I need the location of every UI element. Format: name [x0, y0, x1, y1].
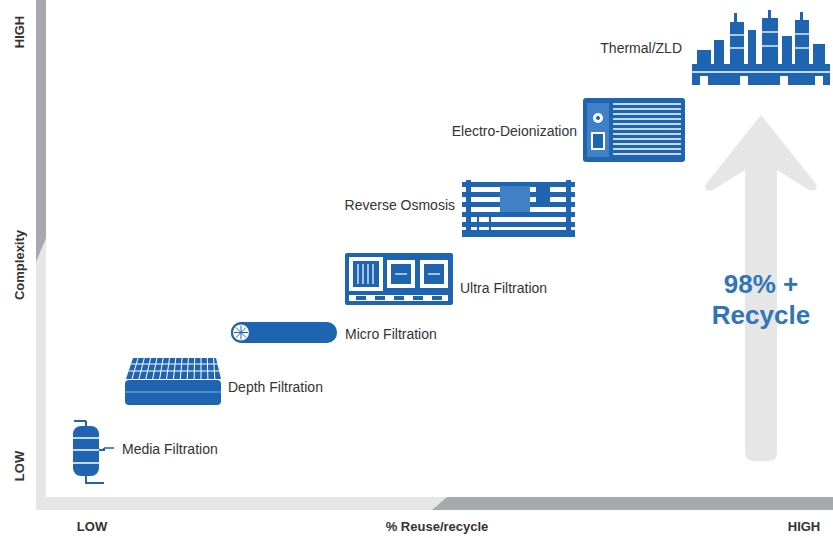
- media-filter-icon: [73, 421, 114, 483]
- technology-label: Reverse Osmosis: [345, 197, 455, 213]
- technology-label: Depth Filtration: [228, 379, 323, 395]
- recycle-arrow: 98% + Recycle: [703, 112, 819, 464]
- axis-end-label: LOW: [13, 451, 28, 481]
- technology-label: Thermal/ZLD: [600, 40, 682, 56]
- ultra-filter-icon: [345, 253, 453, 305]
- technology-label: Micro Filtration: [345, 326, 437, 342]
- technology-label: Ultra Filtration: [460, 280, 547, 296]
- axis-end-label: LOW: [77, 520, 107, 535]
- vertical-axis-bar: [36, 0, 46, 505]
- axis-end-label: HIGH: [13, 16, 28, 49]
- thermal-zld-plant-icon: [692, 10, 830, 85]
- reverse-osmosis-icon: [462, 180, 575, 237]
- axis-end-label: HIGH: [788, 520, 821, 535]
- axis-title: Complexity: [13, 230, 28, 300]
- micro-filter-icon: [231, 322, 337, 343]
- electro-deionization-icon: [583, 98, 685, 162]
- technology-label: Media Filtration: [122, 441, 218, 457]
- recycle-rate-text: 98% + Recycle: [703, 269, 819, 331]
- axis-title: % Reuse/recycle: [386, 520, 489, 535]
- horizontal-axis-bar: [36, 497, 833, 510]
- technology-label: Electro-Deionization: [452, 123, 577, 139]
- depth-filter-icon: [125, 358, 221, 405]
